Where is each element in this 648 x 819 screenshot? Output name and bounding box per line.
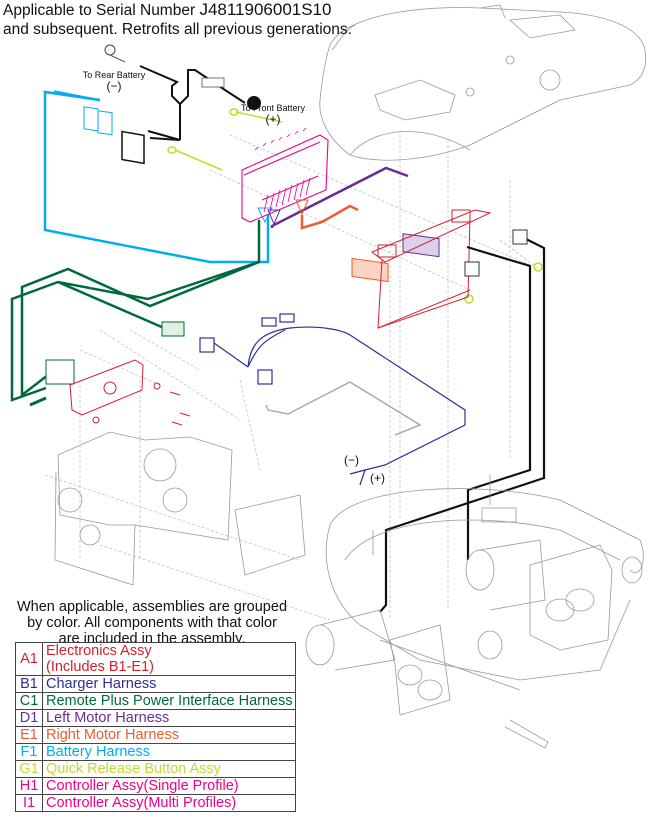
- left-motor-harness: [267, 166, 440, 258]
- legend-code: G1: [15, 760, 43, 778]
- legend-row: F1 Battery Harness: [15, 743, 296, 761]
- base-frame-and-motors: [305, 475, 644, 749]
- legend-code: I1: [15, 794, 43, 812]
- rear-battery-callout: To Rear Battery (−): [80, 70, 148, 92]
- header-line-1: Applicable to Serial Number J4811906001S…: [3, 0, 352, 20]
- legend-code: H1: [15, 777, 43, 795]
- legend-label: Left Motor Harness: [42, 709, 296, 727]
- front-battery-polarity: (+): [265, 112, 281, 126]
- note-line-2: by color. All components with that color: [27, 615, 277, 631]
- gray-wiring: [265, 381, 422, 436]
- legend-label: Battery Harness: [42, 743, 296, 761]
- legend-label: Quick Release Button Assy: [42, 760, 296, 778]
- legend-row: G1 Quick Release Button Assy: [15, 760, 296, 778]
- top-shroud: [319, 4, 647, 161]
- legend-row: E1 Right Motor Harness: [15, 726, 296, 744]
- legend-code: B1: [15, 675, 43, 693]
- construction-lines: [44, 130, 541, 621]
- header-line-2: and subsequent. Retrofits all previous g…: [3, 21, 352, 38]
- color-grouping-note: When applicable, assemblies are grouped …: [14, 599, 290, 647]
- legend-row: I1 Controller Assy(Multi Profiles): [15, 794, 296, 812]
- legend-label: Controller Assy(Multi Profiles): [42, 794, 296, 812]
- note-line-1: When applicable, assemblies are grouped: [16, 599, 288, 615]
- legend-row: C1 Remote Plus Power Interface Harness: [15, 692, 296, 710]
- legend-code: E1: [15, 726, 43, 744]
- electronics-brackets: [69, 209, 492, 426]
- legend-code: F1: [15, 743, 43, 761]
- quick-release-parts: [167, 108, 543, 304]
- charger-harness: [199, 313, 466, 486]
- legend-label-line-1: Electronics Assy: [46, 643, 152, 659]
- legend-label: Remote Plus Power Interface Harness: [42, 692, 296, 710]
- controller: [241, 127, 329, 223]
- serial-number: J4811906001S10: [199, 0, 332, 19]
- diagram-header: Applicable to Serial Number J4811906001S…: [3, 0, 352, 39]
- legend-row: D1 Left Motor Harness: [15, 709, 296, 727]
- rear-battery-polarity: (−): [106, 79, 122, 93]
- assembly-legend: A1 Electronics Assy (Includes B1-E1) B1 …: [15, 642, 296, 812]
- legend-label: Charger Harness: [42, 675, 296, 693]
- rear-battery-label: To Rear Battery: [82, 70, 146, 80]
- motor-cables: [379, 229, 546, 613]
- legend-row: H1 Controller Assy(Single Profile): [15, 777, 296, 795]
- legend-label: Controller Assy(Single Profile): [42, 777, 296, 795]
- battery-harness: [43, 90, 273, 264]
- legend-code: C1: [15, 692, 43, 710]
- charger-negative-label: (−): [344, 453, 359, 467]
- right-motor-harness: [295, 199, 389, 283]
- battery-cables: [104, 44, 261, 165]
- front-battery-label: To Front Battery: [240, 103, 306, 113]
- legend-row: B1 Charger Harness: [15, 675, 296, 693]
- legend-row: A1 Electronics Assy (Includes B1-E1): [15, 642, 296, 676]
- legend-label-line-2: (Includes B1-E1): [46, 659, 154, 675]
- header-prefix: Applicable to Serial Number: [3, 2, 200, 19]
- legend-code: D1: [15, 709, 43, 727]
- legend-label: Electronics Assy (Includes B1-E1): [42, 642, 296, 676]
- front-battery-callout: To Front Battery (+): [236, 103, 310, 125]
- legend-code: A1: [15, 642, 43, 676]
- rear-body-panels: [54, 431, 306, 586]
- remote-plus-harness: [10, 220, 261, 407]
- legend-label: Right Motor Harness: [42, 726, 296, 744]
- charger-positive-label: (+): [370, 471, 385, 485]
